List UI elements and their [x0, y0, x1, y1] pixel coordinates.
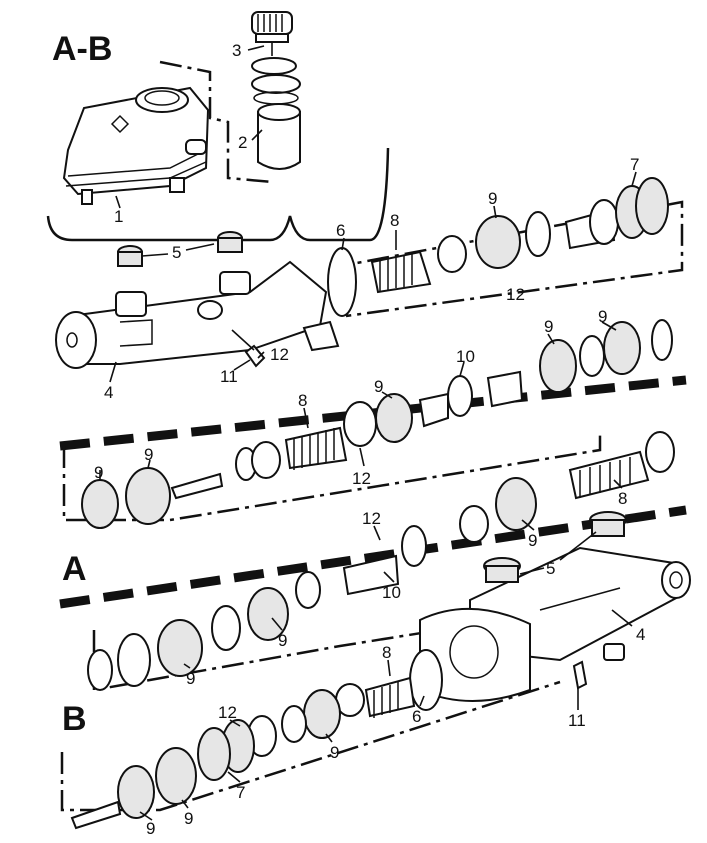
- callout-12-mid: 12: [352, 469, 371, 488]
- callout-11-lower: 11: [568, 711, 586, 730]
- cup-seal-9-b-2: [155, 747, 197, 805]
- callout-10-mid: 10: [456, 347, 475, 366]
- piston-mid: [418, 392, 449, 428]
- callout-8-b: 8: [382, 643, 391, 662]
- cup-seal-9-mid-c: [375, 393, 413, 443]
- retainer-upper: [437, 235, 467, 273]
- piston-10-a: [342, 554, 400, 596]
- sleeve-mid: [251, 441, 281, 479]
- washer-a-2: [211, 605, 241, 651]
- callout-2-reservoir-filter: 2: [238, 133, 247, 152]
- reservoir-axis: [159, 60, 273, 184]
- upper-assembly-axis: [329, 200, 684, 318]
- cup-seal-9-a-3: [495, 477, 537, 531]
- callout-3: 3: [232, 41, 241, 60]
- spring-8-mid: [284, 426, 348, 470]
- piston-7-b: [197, 719, 255, 781]
- section-divider-lower: [59, 505, 687, 609]
- cup-seal-9-b-1: [303, 689, 341, 739]
- callout-9-mid-b: 9: [144, 445, 153, 464]
- sleeve-mid-2: [486, 370, 524, 408]
- callout-8-upper: 8: [390, 211, 399, 230]
- callout-8-mid: 8: [298, 391, 307, 410]
- bleed-screw-lower: [572, 643, 625, 690]
- seal-ring-6-upper: [327, 247, 357, 317]
- callout-6-lower: 6: [412, 707, 421, 726]
- callout-7-upper: 7: [630, 155, 639, 174]
- circlip-mid: [651, 319, 673, 361]
- callout-12-body: 12: [270, 345, 289, 364]
- spring-8-upper: [370, 250, 432, 294]
- retainer-mid: [343, 401, 377, 447]
- callout-11-upper: 11: [220, 367, 238, 386]
- callout-6-upper: 6: [336, 221, 345, 240]
- cup-seal-9-upper: [475, 215, 521, 269]
- piston-rod-b: [70, 800, 122, 830]
- washer-b: [281, 705, 307, 743]
- callout-4-lower: 4: [636, 625, 645, 644]
- section-label-ab: A-B: [52, 30, 112, 68]
- section-label-b: B: [62, 700, 87, 738]
- callout-9-mid-c: 9: [374, 377, 383, 396]
- middle-assembly-axis: [62, 430, 602, 522]
- callout-9-mid-e: 9: [598, 307, 607, 326]
- seal-ring-6-lower: [409, 649, 443, 711]
- cup-seal-9-mid-d: [539, 339, 577, 393]
- callout-9-b-1: 9: [330, 743, 339, 762]
- callout-numbers: 3 2 1 5 6 8 9 7 12 4 12 11 9 9 10 9 8 12…: [94, 41, 645, 838]
- spring-8-a: [568, 450, 650, 500]
- callout-4-upper: 4: [104, 383, 113, 402]
- cup-seal-9-b-3: [117, 765, 155, 819]
- callout-9-upper: 9: [488, 189, 497, 208]
- callout-9-mid-a: 9: [94, 463, 103, 482]
- washer-a-1: [117, 633, 151, 687]
- callout-8-a: 8: [618, 489, 627, 508]
- callout-1: 1: [114, 207, 123, 226]
- callout-9-a-3: 9: [528, 531, 537, 550]
- callout-9-mid-d: 9: [544, 317, 553, 336]
- callout-10-a: 10: [382, 583, 401, 602]
- callout-5-upper: 5: [172, 243, 181, 262]
- cup-seal-9-mid-e: [603, 321, 641, 375]
- washer-12-upper: [525, 211, 551, 257]
- retainer-a: [645, 431, 675, 473]
- callout-12-b: 12: [218, 703, 237, 722]
- callout-9-b-2: 9: [184, 809, 193, 828]
- callout-5-lower: 5: [546, 559, 555, 578]
- spring-8-b: [364, 676, 416, 718]
- section-label-a: A: [62, 550, 87, 588]
- cup-seal-9-mid-b: [125, 467, 171, 525]
- callout-9-a-2: 9: [278, 631, 287, 650]
- section-ab-brace: [46, 147, 390, 242]
- seal-grommets-upper: [117, 231, 243, 267]
- master-cylinder-body-lower: [419, 511, 691, 702]
- washer-a-3: [295, 571, 321, 609]
- callout-12-upper: 12: [506, 285, 525, 304]
- ported-disc-10-mid: [447, 375, 473, 417]
- callout-12-a: 12: [362, 509, 381, 528]
- piston-7-upper: [564, 177, 669, 250]
- piston-rod-mid: [170, 472, 224, 500]
- circlip-a: [87, 649, 113, 691]
- callout-9-a-1: 9: [186, 669, 195, 688]
- reservoir-filter: [257, 103, 301, 170]
- leader-lines: [99, 45, 637, 821]
- bleed-screw-upper: [231, 329, 266, 368]
- ported-disc-12-a: [401, 525, 427, 567]
- washer-mid-2: [579, 335, 605, 377]
- master-cylinder-body-upper: [55, 260, 340, 369]
- callout-9-b-3: 9: [146, 819, 155, 838]
- cup-seal-9-a-2: [247, 587, 289, 641]
- washer-a-4: [459, 505, 489, 543]
- cup-seal-9-a-1: [157, 619, 203, 677]
- callout-7-b: 7: [236, 783, 245, 802]
- cup-seal-9-mid-a: [81, 479, 119, 529]
- reservoir: [62, 86, 210, 205]
- reservoir-cap: [251, 11, 301, 105]
